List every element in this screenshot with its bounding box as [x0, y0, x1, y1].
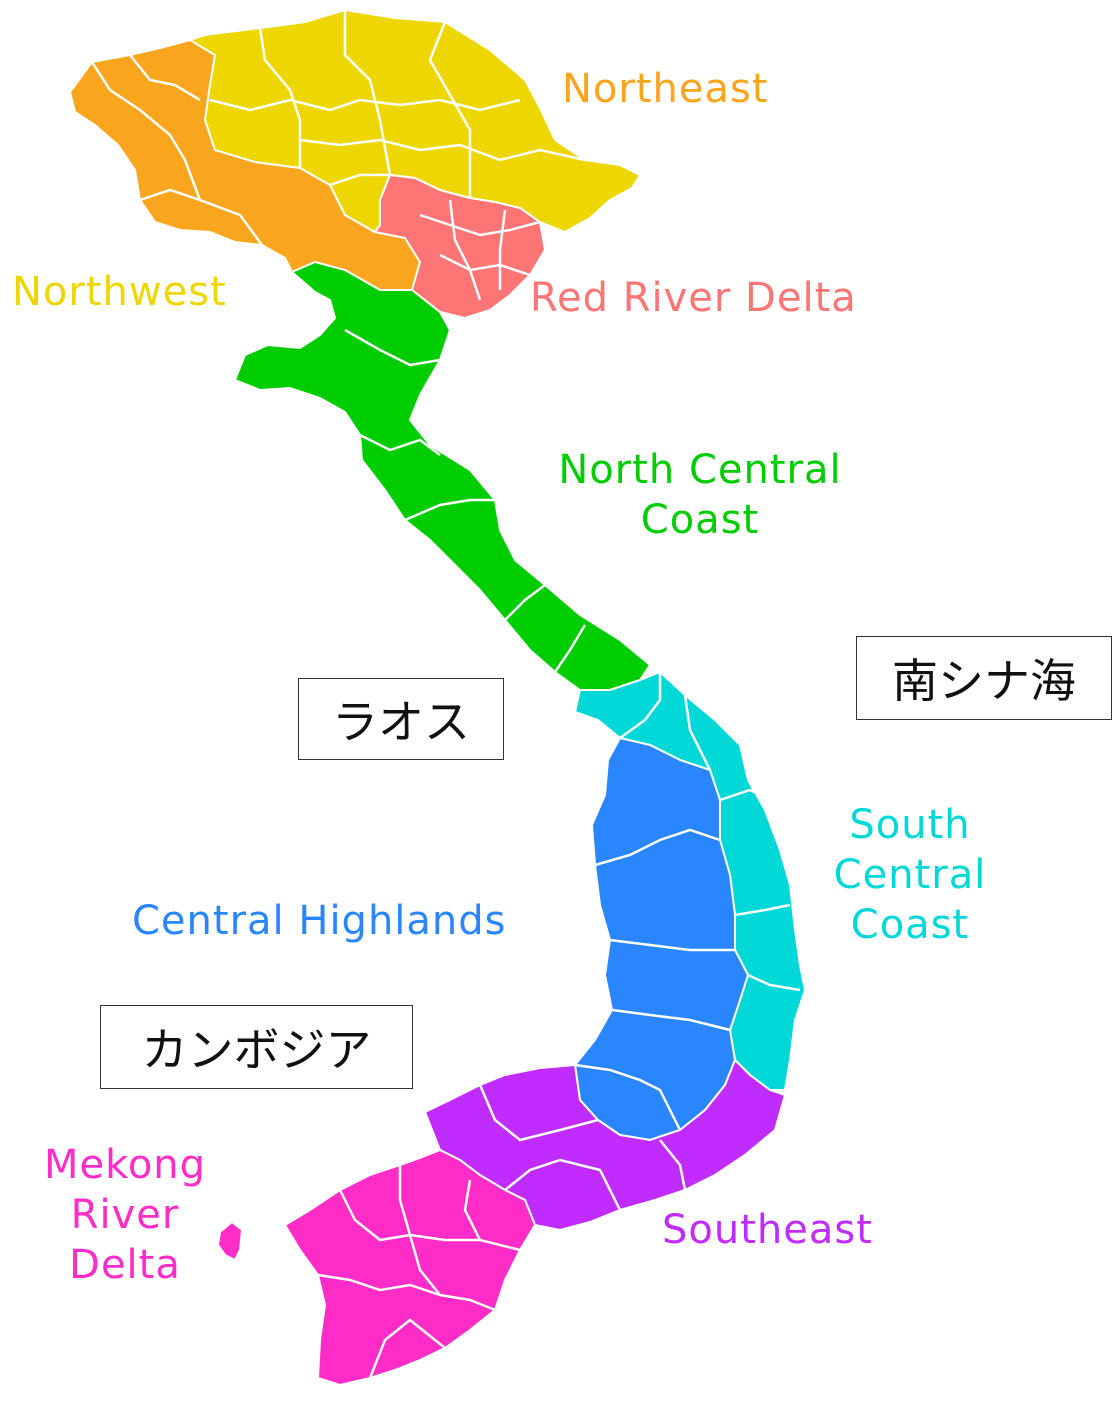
- region-mekong-river-delta: [283, 1148, 537, 1387]
- label-northwest: Northwest: [12, 269, 227, 315]
- province-borders: [90, 10, 801, 1379]
- region-red-river-delta: [373, 173, 547, 320]
- label-mekong-river-delta: Mekong River Delta: [43, 1142, 207, 1288]
- label-north-central-coast: North Central Coast: [558, 447, 842, 543]
- label-red-river-delta: Red River Delta: [530, 275, 857, 321]
- label-southeast: Southeast: [662, 1207, 873, 1253]
- region-mekong-island: [216, 1220, 244, 1262]
- region-southeast: [423, 1058, 787, 1232]
- label-south-central-coast: South Central Coast: [833, 802, 987, 948]
- label-northeast: Northeast: [562, 66, 769, 112]
- label-central-highlands: Central Highlands: [132, 898, 507, 944]
- country-cambodia: カンボジア: [100, 1005, 413, 1089]
- country-laos: ラオス: [298, 678, 504, 760]
- sea-south-china-sea: 南シナ海: [856, 636, 1112, 720]
